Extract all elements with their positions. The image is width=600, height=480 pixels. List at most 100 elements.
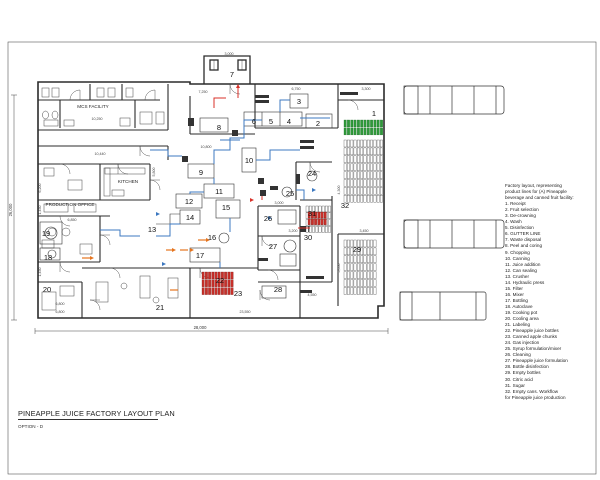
crate [370,139,373,148]
crate [376,163,380,171]
crate [370,263,373,271]
crate [208,279,211,287]
crate [347,271,350,279]
title-underline [18,419,158,420]
crate [350,147,354,156]
crate [363,139,367,148]
crate [224,271,227,280]
legend-item: 26. Cleaning [505,352,531,358]
station-27: 27 [269,242,277,251]
crate [311,218,314,225]
crate [214,271,218,280]
crate [363,163,367,171]
cooling-area-equipment [41,285,75,311]
crate [376,187,380,195]
crate [328,212,331,219]
building-outline [37,81,385,319]
crate [350,279,354,287]
crate [217,279,221,287]
crate [370,287,373,295]
legend-item: 1. Receipt [505,201,526,207]
crate [317,218,321,225]
crate [380,171,383,179]
crate [373,171,377,179]
crate [227,271,231,280]
crate [318,205,322,213]
dim-right-v: 4,300 [337,186,341,195]
kitchen-equipment [43,167,146,197]
station-4: 4 [287,117,291,126]
crate [347,279,350,287]
station-3: 3 [297,97,301,106]
crate [373,239,377,248]
crate [343,163,347,171]
crate [347,139,350,148]
crate [343,239,347,248]
crate [353,263,357,271]
crate [360,263,364,271]
legend-item: 21. Labeling [505,322,531,328]
crate [353,155,357,163]
crate [380,155,383,163]
crate [366,179,370,187]
crate [328,226,331,233]
dim-right-mid: 3,450 [360,229,369,233]
legend-item: 31. Sugar [505,382,525,388]
crate [366,147,370,156]
crate [357,127,360,136]
crate [343,139,347,148]
crate [370,155,373,163]
station-23: 23 [234,289,242,298]
crate [363,187,367,195]
station-14: 14 [186,213,194,222]
crate [350,119,354,128]
dim-center: 10,800 [201,145,212,149]
legend-item: 8. Peel and coring [505,243,543,249]
crate [350,187,354,195]
legend-item: 15. Filter [505,285,523,291]
crate [370,247,373,256]
crate [360,239,364,248]
crate [353,119,357,128]
crate [380,163,383,171]
crate [357,147,360,156]
crate [357,119,360,128]
crate [370,147,373,156]
crate [357,139,360,148]
crate [350,271,354,279]
crate [314,218,317,225]
crate [376,155,380,163]
crate [353,163,357,171]
station-7: 7 [230,70,234,79]
dim-d26: 3,000 [275,201,284,205]
legend-item: 32. Empty cans. Workflow [505,388,559,394]
station-16: 16 [208,233,216,242]
crate [328,205,331,213]
crate [376,119,380,128]
equipment-details [182,92,358,293]
crate [360,247,364,256]
crate [357,187,360,195]
crate [347,163,350,171]
crate [380,127,383,136]
crate [208,287,211,295]
crate [217,271,221,280]
crate [373,287,377,295]
dim-left-v3: 1,450 [38,268,42,277]
station-8: 8 [217,123,221,132]
station-25: 25 [286,189,294,198]
legend-item: 22. Pineapple juice bottles [505,328,559,334]
crate [366,195,370,203]
crate [205,287,208,295]
dimension-labels: 23,550 6,800 10,250 10,440 6,850 10,800 … [38,52,371,314]
crate [360,195,364,203]
crate [363,271,367,279]
crate [380,119,383,128]
crate [357,271,360,279]
crate [343,119,347,128]
crate [211,271,215,280]
legend-item: 19. Cooking pot [505,309,538,315]
crate [363,239,367,248]
overall-dimensions [11,94,389,334]
